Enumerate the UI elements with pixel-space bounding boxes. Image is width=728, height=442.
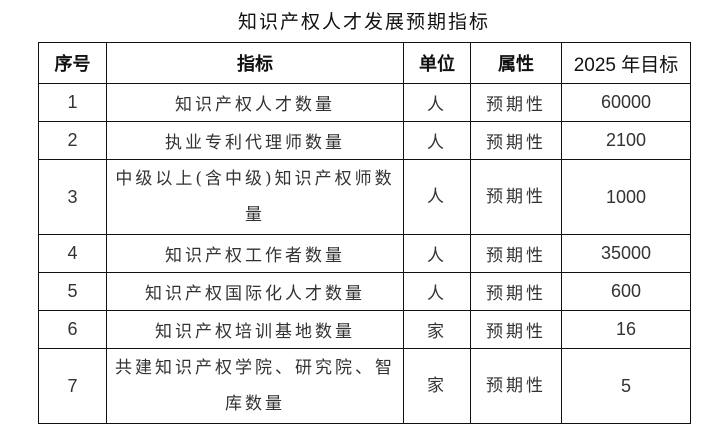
header-index: 序号 bbox=[38, 42, 107, 84]
table-row: 7 共建知识产权学院、研究院、智库数量 家 预期性 5 bbox=[38, 348, 691, 424]
row-target: 16 bbox=[561, 310, 691, 349]
header-target: 2025 年目标 bbox=[561, 42, 691, 84]
row-target: 5 bbox=[561, 348, 691, 424]
row-unit: 人 bbox=[403, 272, 471, 311]
table-row: 4 知识产权工作者数量 人 预期性 35000 bbox=[38, 234, 691, 273]
row-indicator: 知识产权工作者数量 bbox=[106, 234, 404, 273]
row-attribute: 预期性 bbox=[470, 272, 562, 311]
table-title: 知识产权人才发展预期指标 bbox=[237, 11, 490, 33]
row-target: 35000 bbox=[561, 234, 691, 273]
row-unit: 人 bbox=[403, 83, 471, 122]
row-index: 1 bbox=[38, 83, 107, 122]
row-unit: 人 bbox=[403, 121, 471, 160]
row-index: 6 bbox=[38, 310, 107, 349]
row-attribute: 预期性 bbox=[470, 83, 562, 122]
row-indicator: 知识产权人才数量 bbox=[106, 83, 404, 122]
row-index: 7 bbox=[38, 348, 107, 424]
row-index: 2 bbox=[38, 121, 107, 160]
metrics-table: 序号 指标 单位 属性 2025 年目标 1 知识产权人才数量 人 预期性 60… bbox=[38, 42, 691, 424]
row-index: 5 bbox=[38, 272, 107, 311]
row-indicator: 知识产权国际化人才数量 bbox=[106, 272, 404, 311]
table-row: 5 知识产权国际化人才数量 人 预期性 600 bbox=[38, 272, 691, 311]
row-indicator: 中级以上(含中级)知识产权师数量 bbox=[106, 159, 404, 235]
table-row: 6 知识产权培训基地数量 家 预期性 16 bbox=[38, 310, 691, 349]
row-indicator: 执业专利代理师数量 bbox=[106, 121, 404, 160]
header-indicator: 指标 bbox=[106, 42, 404, 84]
row-target: 2100 bbox=[561, 121, 691, 160]
table-row: 3 中级以上(含中级)知识产权师数量 人 预期性 1000 bbox=[38, 159, 691, 235]
table-row: 1 知识产权人才数量 人 预期性 60000 bbox=[38, 83, 691, 122]
row-target: 600 bbox=[561, 272, 691, 311]
row-attribute: 预期性 bbox=[470, 310, 562, 349]
row-attribute: 预期性 bbox=[470, 348, 562, 424]
row-index: 4 bbox=[38, 234, 107, 273]
row-indicator: 共建知识产权学院、研究院、智库数量 bbox=[106, 348, 404, 424]
row-unit: 家 bbox=[403, 348, 471, 424]
row-attribute: 预期性 bbox=[470, 234, 562, 273]
table-row: 2 执业专利代理师数量 人 预期性 2100 bbox=[38, 121, 691, 160]
row-indicator: 知识产权培训基地数量 bbox=[106, 310, 404, 349]
row-unit: 家 bbox=[403, 310, 471, 349]
header-attribute: 属性 bbox=[470, 42, 562, 84]
header-unit: 单位 bbox=[403, 42, 471, 84]
row-attribute: 预期性 bbox=[470, 159, 562, 235]
row-attribute: 预期性 bbox=[470, 121, 562, 160]
row-target: 1000 bbox=[561, 159, 691, 235]
row-unit: 人 bbox=[403, 234, 471, 273]
row-index: 3 bbox=[38, 159, 107, 235]
row-target: 60000 bbox=[561, 83, 691, 122]
header-row: 序号 指标 单位 属性 2025 年目标 bbox=[38, 42, 691, 84]
row-unit: 人 bbox=[403, 159, 471, 235]
